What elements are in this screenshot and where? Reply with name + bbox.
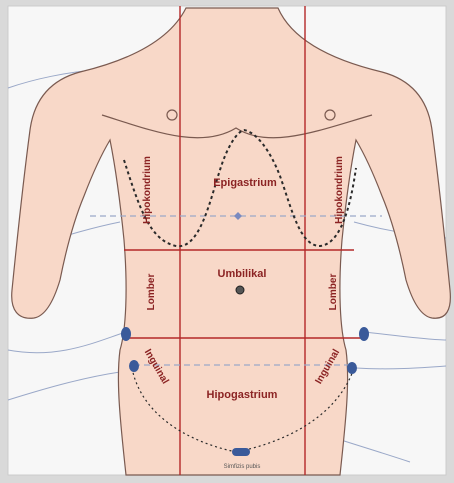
label-hipogastrium: Hipogastrium — [207, 389, 278, 401]
left-asis-marker — [129, 360, 139, 372]
right-iliac-crest-marker — [359, 327, 369, 341]
label-hipokondrium-right: Hipokondrium — [334, 156, 345, 224]
label-hipokondrium-left: Hipokondrium — [142, 156, 153, 224]
label-epigastrium: Epigastrium — [213, 177, 277, 189]
label-lomber-left: Lomber — [146, 274, 157, 311]
label-lomber-right: Lomber — [328, 274, 339, 311]
pubic-symphysis-marker — [232, 448, 250, 456]
right-asis-marker — [347, 362, 357, 374]
umbilicus-icon — [236, 286, 244, 294]
left-iliac-crest-marker — [121, 327, 131, 341]
label-simfizis-pubis: Simfizis pubis — [224, 464, 261, 470]
label-umbilikal: Umbilikal — [218, 268, 267, 280]
